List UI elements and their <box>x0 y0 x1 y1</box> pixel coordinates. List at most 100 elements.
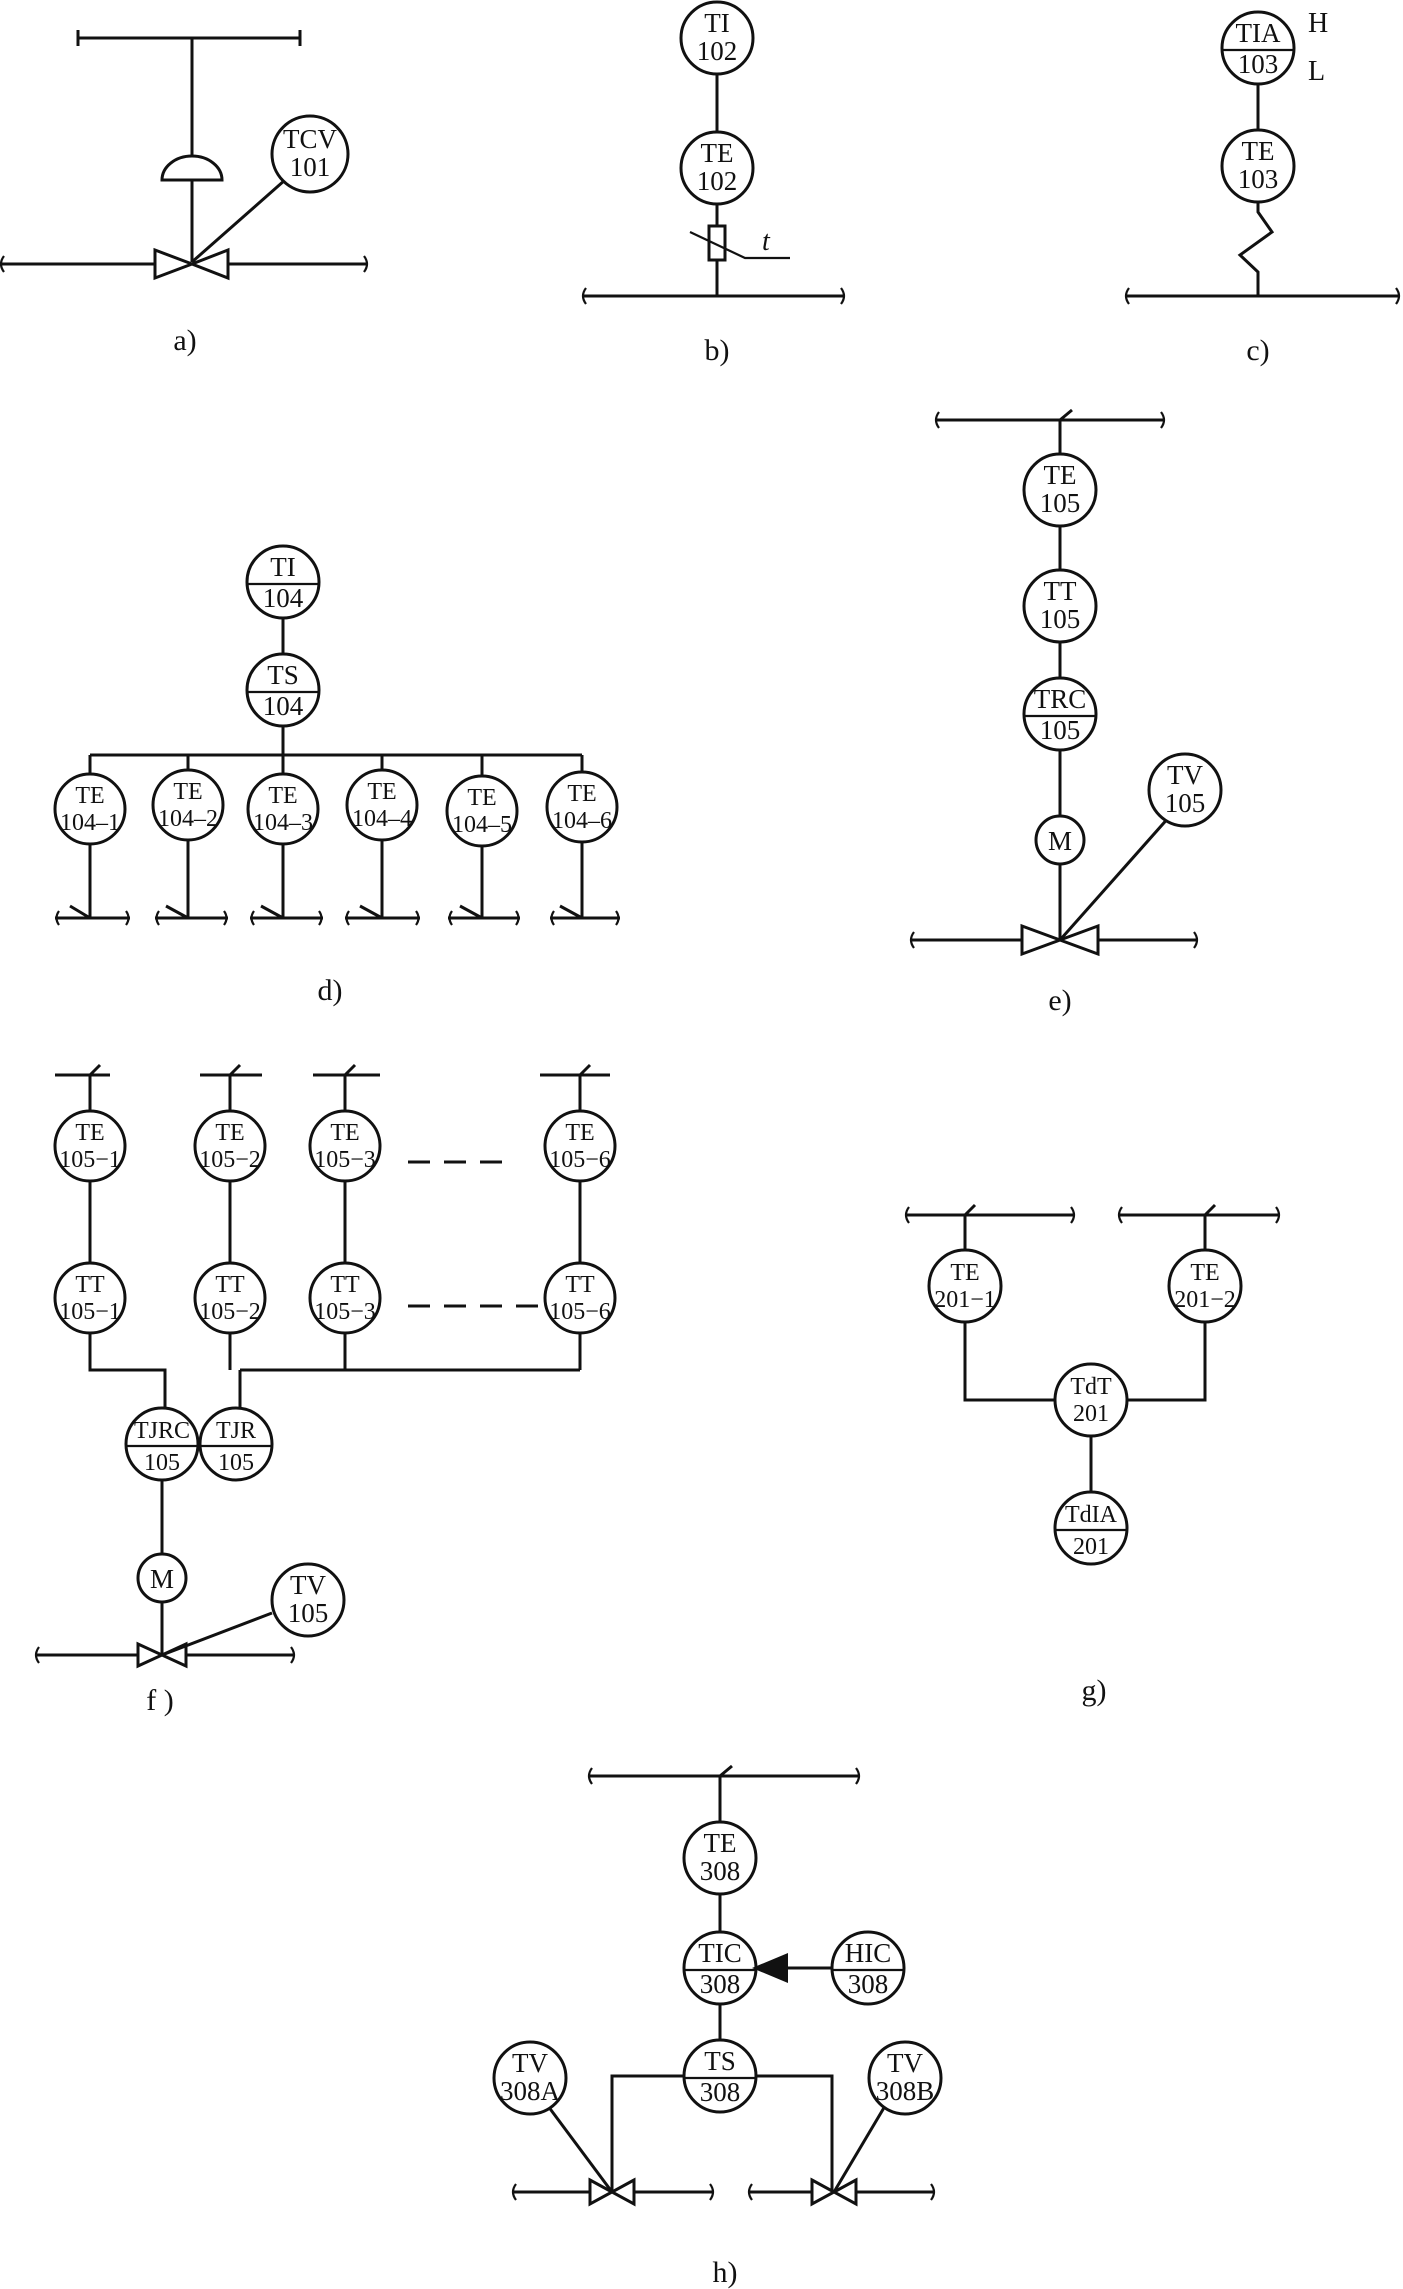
instrument-te-308: TE 308 <box>682 1820 758 1896</box>
instrument-tag: TRC <box>1034 684 1087 714</box>
instrument-tdia-201: TdIA 201 <box>1053 1490 1129 1566</box>
instrument-te-104-3: TE 104–3 <box>246 772 320 846</box>
instrument-tag: HIC <box>845 1938 892 1968</box>
thermocouple-zigzag-icon <box>1237 202 1275 296</box>
sensor-branch: TE 104–3 <box>246 755 323 926</box>
instrument-tag: TJR <box>216 1418 256 1444</box>
instrument-number: 201−2 <box>1174 1287 1236 1313</box>
motor-actuator: M <box>136 1552 188 1604</box>
instrument-number: 105−2 <box>199 1147 261 1173</box>
motor-label: M <box>150 1564 174 1594</box>
instrument-te-105-1: TE 105−1 <box>53 1109 127 1183</box>
instrument-te-105-3: TE 105−3 <box>308 1109 382 1183</box>
caption-d: d) <box>318 974 343 1007</box>
instrument-number: 105−2 <box>199 1299 261 1325</box>
instrument-tag: TI <box>270 552 295 582</box>
instrument-number: 104 <box>263 583 304 613</box>
instrument-number: 105−1 <box>59 1299 121 1325</box>
instrument-tag: TE <box>75 783 104 809</box>
instrument-te-104-1: TE 104–1 <box>53 772 127 846</box>
instrument-te-105: TE 105 <box>1022 452 1098 528</box>
caption-f: f ) <box>146 1684 173 1717</box>
instrument-number: 105 <box>1040 604 1081 634</box>
instrument-te-105-6: TE 105−6 <box>543 1109 617 1183</box>
instrument-tag: TdIA <box>1065 1502 1118 1528</box>
caption-c: c) <box>1246 334 1269 367</box>
instrument-tag: TE <box>268 783 297 809</box>
instrument-te-104-4: TE 104–4 <box>345 768 419 842</box>
panel-f: TE 105−1 TE 105−2 TE 105−3 TE 105−6 TT 1… <box>34 1063 617 1717</box>
instrument-number: 102 <box>697 36 738 66</box>
instrument-number: 201−1 <box>934 1287 996 1313</box>
instrument-tag: TE <box>565 1120 594 1146</box>
instrument-number: 105 <box>288 1598 329 1628</box>
instrument-number: 105 <box>1040 488 1081 518</box>
instrument-number: 105−6 <box>549 1299 611 1325</box>
instrument-tag: TT <box>75 1272 105 1298</box>
motor-actuator: M <box>1034 814 1086 866</box>
instrument-tt-105-1: TT 105−1 <box>53 1261 127 1335</box>
instrument-number: 104–5 <box>452 812 512 838</box>
instrument-hic-308: HIC 308 <box>830 1930 906 2006</box>
instrument-tag: TS <box>267 660 299 690</box>
sensor-branch: TE 104–1 <box>53 755 130 926</box>
instrument-number: 103 <box>1238 49 1279 79</box>
sensor-branch: TE 104–5 <box>445 755 520 926</box>
instrument-tag: TV <box>290 1570 326 1600</box>
instrument-number: 104–4 <box>352 806 412 832</box>
instrument-number: 105−6 <box>549 1147 611 1173</box>
instrument-tag: TE <box>1044 460 1077 490</box>
instrument-number: 105−1 <box>59 1147 121 1173</box>
instrument-number: 308 <box>700 1969 741 1999</box>
sensor-branch: TE 104–4 <box>345 755 420 926</box>
instrument-tjr-105: TJR 105 <box>198 1406 274 1482</box>
panel-c: TIA 103 H L TE 103 c) <box>1124 8 1401 367</box>
instrument-number: 104–2 <box>158 806 218 832</box>
instrument-number: 105 <box>144 1450 180 1476</box>
instrument-tag: TE <box>1242 136 1275 166</box>
instrument-tag: TT <box>215 1272 245 1298</box>
instrument-tag: TIA <box>1236 18 1281 48</box>
instrument-trc-105: TRC 105 <box>1022 676 1098 752</box>
instrument-tag: TV <box>887 2048 923 2078</box>
panel-h: TE 308 TIC 308 HIC 308 TS 308 <box>492 1764 943 2289</box>
instrument-tag: TE <box>950 1260 979 1286</box>
instrument-te-102: TE 102 <box>679 130 755 206</box>
instrument-tag: TE <box>467 785 496 811</box>
instrument-tag: TT <box>1044 576 1077 606</box>
caption-e: e) <box>1048 984 1071 1017</box>
sensor-branch: TE 104–2 <box>151 755 228 926</box>
instrument-te-103: TE 103 <box>1220 128 1296 204</box>
instrument-tag: TJRC <box>134 1418 190 1444</box>
instrument-tag: TE <box>215 1120 244 1146</box>
panel-b: TI 102 TE 102 t b) <box>581 0 846 367</box>
instrument-number: 105−3 <box>314 1299 376 1325</box>
control-valve-icon <box>153 247 230 281</box>
instrument-number: 201 <box>1073 1534 1109 1560</box>
instrument-tag: TV <box>512 2048 548 2078</box>
instrument-ts-104: TS 104 <box>245 652 321 728</box>
instrument-tt-105-3: TT 105−3 <box>308 1261 382 1335</box>
instrument-tic-308: TIC 308 <box>682 1930 758 2006</box>
caption-b: b) <box>705 334 730 367</box>
instrument-number: 308 <box>700 2077 741 2107</box>
instrument-tag: TE <box>701 138 734 168</box>
instrument-number: 104 <box>263 691 304 721</box>
thermistor-icon <box>707 224 727 262</box>
temperature-symbol: t <box>762 226 771 257</box>
instrument-tt-105-6: TT 105−6 <box>543 1261 617 1335</box>
instrument-tv-308b: TV 308B <box>867 2040 943 2116</box>
instrument-te-104-5: TE 104–5 <box>445 774 519 848</box>
actuator-icon <box>160 154 224 182</box>
alarm-low-label: L <box>1308 56 1325 87</box>
instrument-tag: TdT <box>1070 1374 1112 1400</box>
instrument-tag: TE <box>1190 1260 1219 1286</box>
instrument-tv-308a: TV 308A <box>492 2040 568 2116</box>
panel-d: TI 104 TS 104 TE 104–1 <box>53 544 620 1007</box>
instrument-number: 105 <box>1040 715 1081 745</box>
panel-e: TE 105 TT 105 TRC 105 M TV <box>909 408 1223 1017</box>
instrument-tag: TV <box>1167 760 1203 790</box>
instrument-ti-102: TI 102 <box>679 0 755 76</box>
instrument-number: 201 <box>1073 1401 1109 1427</box>
caption-h: h) <box>713 2256 738 2289</box>
